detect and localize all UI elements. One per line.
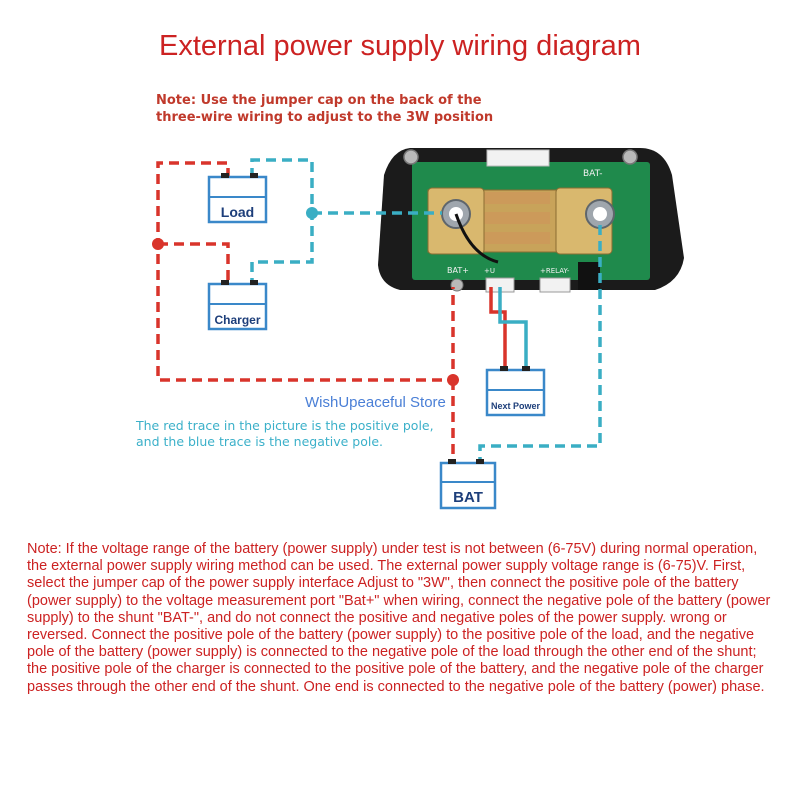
junction-dot	[306, 207, 318, 219]
bat-minus-label: BAT-	[583, 169, 603, 179]
mounting-screw-icon	[403, 149, 419, 165]
next-power-box: Next Power	[485, 366, 546, 417]
next-power-label: Next Power	[491, 401, 541, 411]
load-label: Load	[221, 204, 254, 220]
relay-label: +RELAY-	[540, 267, 570, 275]
charger-label: Charger	[214, 313, 260, 327]
shunt-module: BAT- BAT+ +U +RELAY-	[378, 148, 684, 293]
positive-traces	[156, 161, 507, 463]
connector-white	[486, 149, 550, 167]
battery-box: BAT	[439, 459, 497, 510]
relay-connector	[539, 277, 571, 293]
load-box: Load	[207, 173, 268, 224]
bat-label: BAT	[453, 489, 483, 506]
trace-legend-note: The red trace in the picture is the posi…	[136, 418, 434, 449]
bat-plus-terminal	[450, 278, 464, 292]
junction-dot	[447, 374, 459, 386]
page-title: External power supply wiring diagram	[159, 30, 641, 62]
instructions-text: Note: If the voltage range of the batter…	[27, 541, 771, 695]
wiring-instructions: Note: If the voltage range of the batter…	[27, 541, 775, 696]
ui-label: +U	[484, 267, 495, 275]
junction-dot	[152, 238, 164, 250]
bat-plus-label: BAT+	[447, 266, 469, 275]
charger-box: Charger	[207, 280, 268, 331]
watermark: WishUpeaceful Store	[305, 394, 446, 411]
jumper-note: Note: Use the jumper cap on the back of …	[156, 93, 494, 125]
mounting-screw-icon	[622, 149, 638, 165]
